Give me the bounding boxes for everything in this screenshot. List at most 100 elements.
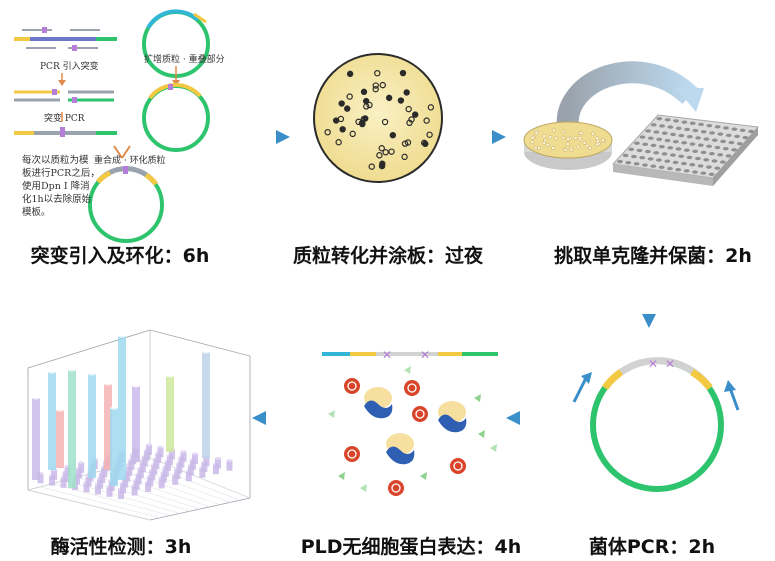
colony — [324, 128, 331, 136]
base-bar — [157, 447, 164, 458]
dish-colony — [582, 140, 587, 145]
well — [719, 160, 726, 164]
well — [647, 157, 654, 161]
base-bar — [128, 460, 135, 471]
colonies — [324, 69, 435, 170]
amino-acid — [420, 472, 427, 480]
well — [731, 148, 738, 152]
step4-colony-pcr: ✕ ✕ — [572, 357, 740, 492]
amino-acid — [360, 484, 367, 492]
arrow-step5-to-step6 — [252, 411, 300, 425]
well — [667, 166, 673, 171]
well — [689, 142, 696, 146]
dish-colony — [573, 136, 578, 140]
tall-bar — [110, 408, 118, 486]
well — [697, 143, 704, 147]
well — [692, 128, 699, 133]
base-bar — [76, 468, 83, 479]
dish-colony — [548, 135, 553, 140]
base-bar-top — [214, 457, 221, 460]
dish-colonies — [530, 128, 606, 152]
base-bar — [172, 474, 179, 485]
svg-text:✕: ✕ — [420, 348, 430, 362]
dish-colony — [542, 134, 547, 138]
well — [678, 133, 685, 138]
arrow-step1-to-step2 — [236, 130, 290, 144]
tall-bar-top — [110, 406, 118, 410]
dish-colony — [587, 146, 592, 151]
well — [684, 127, 690, 132]
base-bar-top — [180, 450, 187, 454]
tall-bar-top — [166, 374, 174, 378]
well — [658, 144, 665, 149]
dish-colony — [552, 128, 556, 133]
dish-colony — [569, 147, 574, 152]
base-bar — [160, 472, 167, 483]
colony — [412, 111, 419, 118]
well — [661, 131, 668, 135]
base-bar — [131, 485, 138, 496]
ribosome — [344, 378, 360, 394]
tall-bar-top — [56, 408, 64, 412]
well — [675, 147, 682, 151]
tall-bar — [48, 372, 56, 470]
dish-colony — [591, 131, 595, 136]
protein-body — [386, 446, 415, 465]
step1-label: 突变引入及环化：6h — [30, 245, 210, 267]
colony — [389, 131, 397, 139]
base-bar-top — [191, 452, 198, 456]
base-bar — [137, 468, 144, 479]
dish-colony — [561, 129, 566, 134]
base-bar — [178, 457, 185, 468]
well — [711, 138, 718, 142]
colony — [408, 116, 415, 123]
grid-line — [52, 483, 171, 516]
well — [703, 158, 710, 162]
ribosome — [412, 406, 428, 422]
base-bar — [97, 478, 104, 489]
base-bar-top — [157, 445, 164, 449]
well — [647, 136, 654, 140]
base-bar — [212, 464, 219, 475]
base-bar — [135, 473, 142, 484]
well — [714, 125, 721, 129]
colony — [374, 69, 381, 77]
dish-colony — [530, 140, 535, 144]
well — [708, 172, 715, 177]
colony — [423, 117, 430, 124]
well — [673, 119, 679, 123]
arrow-step2-to-step3 — [453, 130, 506, 144]
svg-text:✕: ✕ — [665, 357, 675, 371]
well — [711, 159, 718, 163]
well — [681, 161, 687, 166]
well — [697, 164, 704, 168]
step6-activity-assay-3d-plot — [27, 329, 251, 521]
tall-bar — [68, 370, 76, 488]
well — [742, 135, 749, 140]
ribosome-ring — [347, 381, 357, 391]
dish-colony — [534, 145, 538, 150]
note-desc-2: 板进行PCR之后， — [22, 167, 100, 179]
colony — [382, 149, 389, 156]
step2-agar-plate — [313, 53, 443, 183]
colony — [335, 139, 342, 146]
well — [731, 127, 738, 131]
well — [645, 129, 652, 133]
colony — [366, 101, 373, 109]
colony — [376, 152, 383, 159]
base-bar — [203, 456, 210, 467]
well — [734, 134, 740, 139]
amino-acid — [404, 366, 411, 374]
colony — [397, 97, 405, 104]
plot-tall-bars — [32, 334, 210, 488]
well — [669, 153, 676, 157]
base-bar — [166, 455, 173, 466]
colony — [368, 163, 375, 170]
step3-label: 挑取单克隆并保菌：2h — [554, 245, 752, 267]
cell-free-components — [328, 366, 497, 496]
colony — [372, 82, 379, 89]
tall-bar-top — [202, 350, 210, 354]
ribosome — [344, 446, 360, 462]
base-bar — [101, 467, 108, 478]
